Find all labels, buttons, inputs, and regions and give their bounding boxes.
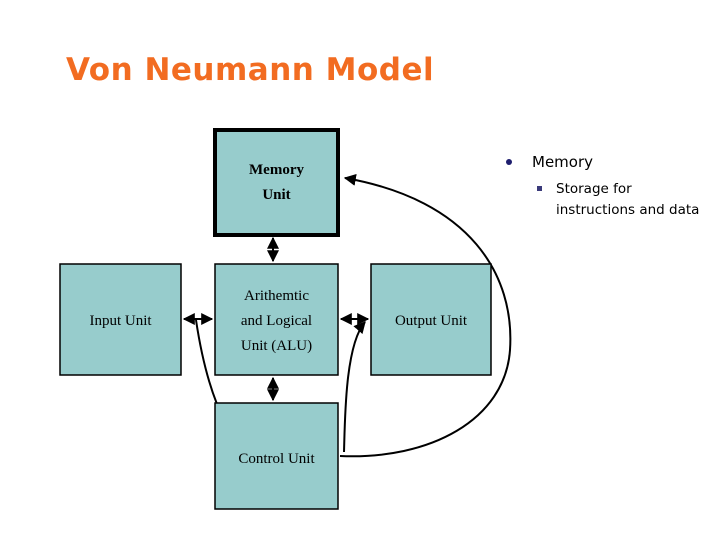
square-bullet-icon bbox=[537, 186, 542, 191]
bullet-item-memory-label: Memory bbox=[532, 153, 594, 171]
alu-label-line3: Unit (ALU) bbox=[241, 338, 312, 354]
input-unit-label: Input Unit bbox=[89, 313, 152, 329]
output-unit-box[interactable] bbox=[370, 263, 492, 376]
bullet-item-memory: Memory bbox=[498, 152, 714, 172]
memory-unit-box[interactable] bbox=[213, 128, 340, 237]
input-unit-box[interactable] bbox=[59, 263, 182, 376]
page-title: Von Neumann Model bbox=[66, 52, 435, 88]
bullet-item-storage: Storage for instructions and data bbox=[532, 179, 714, 220]
alu-label-line1: Arithemtic bbox=[244, 288, 309, 304]
connector-control-to-memory bbox=[339, 173, 512, 458]
memory-unit-label-line1: Memory bbox=[249, 162, 304, 178]
control-unit-box[interactable] bbox=[214, 402, 339, 510]
node-input-unit[interactable]: Input Unit bbox=[59, 263, 182, 376]
node-control-unit[interactable]: Control Unit bbox=[214, 402, 339, 510]
memory-unit-label-line2: Unit bbox=[262, 187, 290, 203]
output-unit-label: Output Unit bbox=[395, 313, 468, 329]
alu-label-line2: and Logical bbox=[241, 313, 312, 329]
node-alu[interactable]: Arithemtic and Logical Unit (ALU) bbox=[214, 263, 339, 376]
node-memory-unit[interactable]: Memory Unit bbox=[213, 128, 340, 237]
connector-output-to-control bbox=[343, 321, 366, 453]
node-output-unit[interactable]: Output Unit bbox=[370, 263, 492, 376]
control-unit-label: Control Unit bbox=[238, 451, 315, 467]
disc-bullet-icon bbox=[506, 159, 512, 165]
notes-bullet-list: Memory Storage for instructions and data bbox=[498, 152, 714, 220]
alu-box[interactable] bbox=[214, 263, 339, 376]
bullet-item-storage-label: Storage for instructions and data bbox=[556, 181, 700, 218]
